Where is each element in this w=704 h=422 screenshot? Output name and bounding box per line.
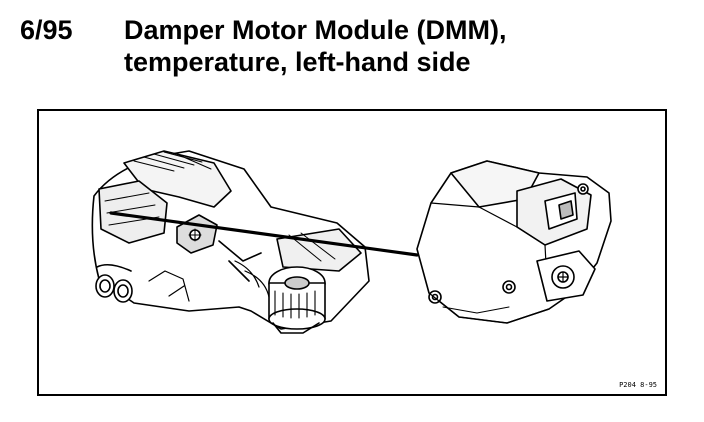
figure-frame: P204 8-95 (37, 109, 667, 396)
hvac-housing-illustration (91, 150, 370, 334)
leader-line (109, 211, 419, 257)
blower-motor-icon (268, 266, 326, 334)
page-title: Damper Motor Module (DMM), temperature, … (124, 14, 506, 78)
title-line-1: Damper Motor Module (DMM), (124, 15, 507, 45)
title-line-2: temperature, left-hand side (124, 47, 471, 77)
section-number: 6/95 (20, 15, 73, 45)
damper-motor-module-illustration (416, 160, 612, 324)
technical-illustration (91, 150, 612, 334)
figure-code: P204 8-95 (619, 381, 657, 389)
